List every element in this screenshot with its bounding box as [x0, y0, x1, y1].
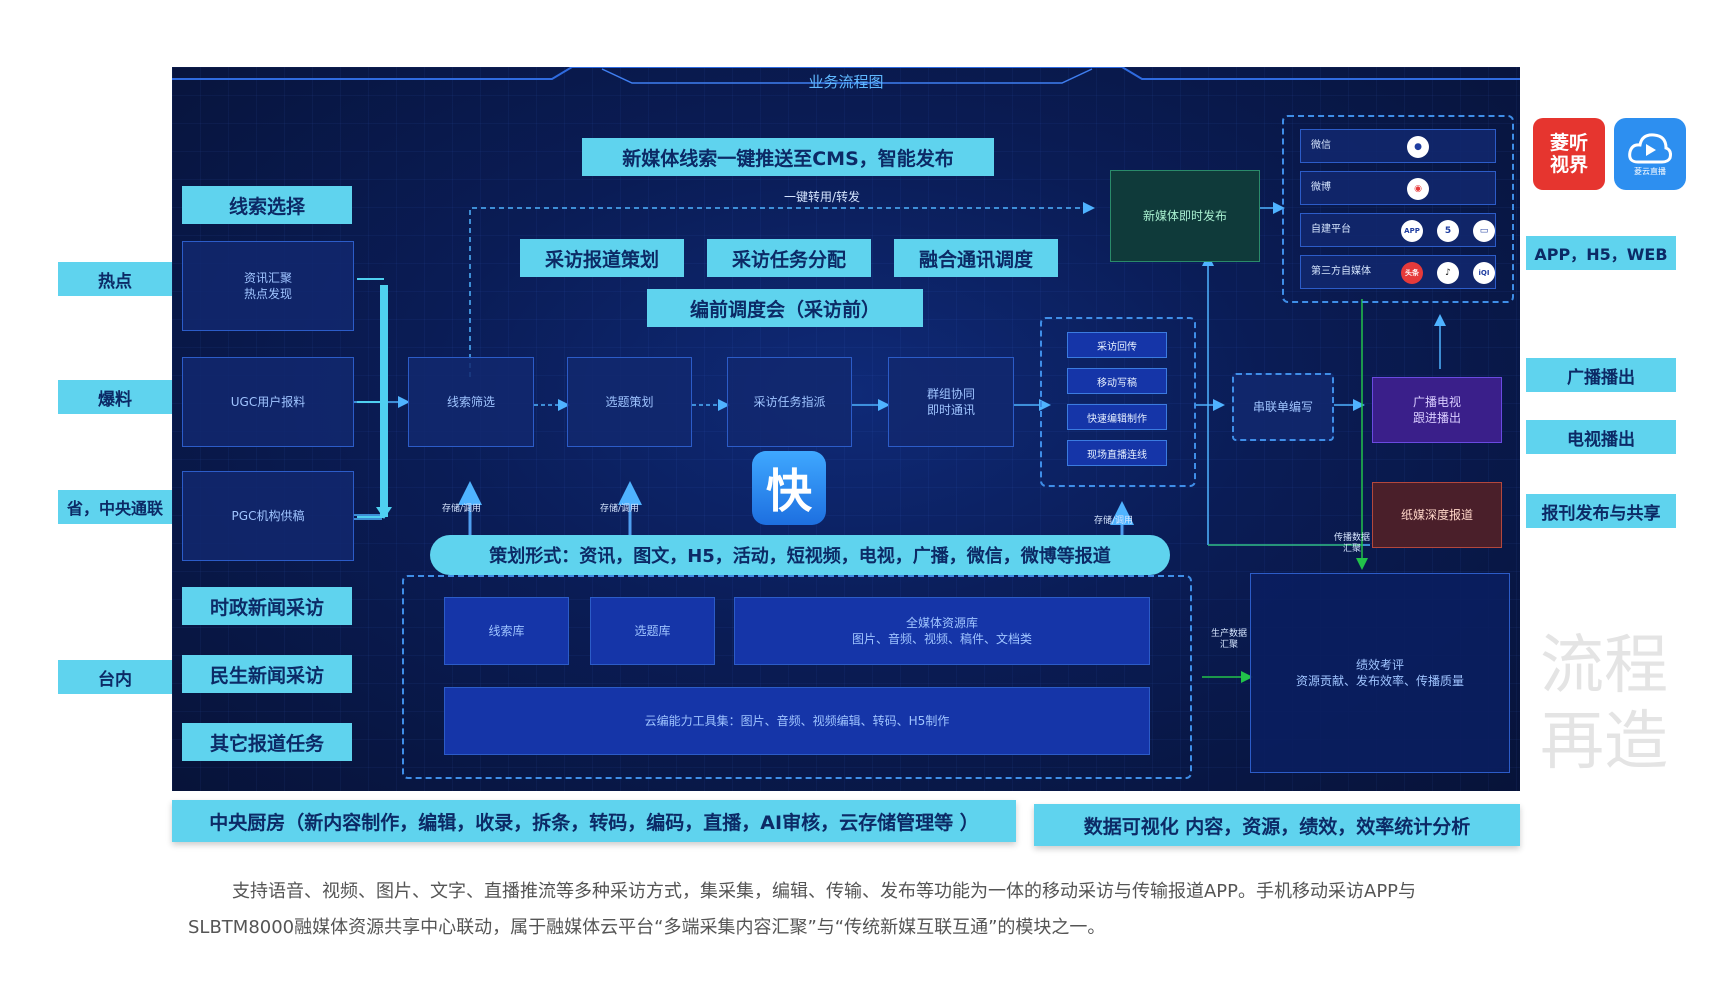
channel-weibo-label: 微博: [1311, 182, 1331, 193]
lib-clue: 线索库: [444, 597, 569, 665]
left-tag-tipoff: 爆料: [58, 380, 172, 414]
plan-tag-1: 采访报道策划: [520, 239, 684, 277]
tool-edit: 快速编辑制作: [1067, 404, 1167, 430]
flow-topic-plan: 选题策划: [567, 357, 692, 447]
plan-tag-3: 融合通讯调度: [894, 239, 1058, 277]
cloud-play-icon: [1628, 132, 1672, 163]
channel-group: [1282, 115, 1514, 303]
kpi-node: 绩效考评 资源贡献、发布效率、传播质量: [1250, 573, 1510, 773]
flow-diagram-panel: 业务流程图 新媒体线索一键推送至CMS，智能发布 一键转用/转发 线索选择 资讯…: [172, 67, 1520, 791]
print-node: 纸媒深度报道: [1372, 482, 1502, 548]
web-icon: ▭: [1473, 220, 1495, 242]
lib-all-media-title: 全媒体资源库: [905, 616, 978, 630]
tool-live: 现场直播连线: [1067, 440, 1167, 466]
weibo-icon: ◉: [1407, 178, 1429, 200]
iqiyi-icon: iQI: [1473, 262, 1495, 284]
quick-app-logo: 快: [752, 451, 826, 525]
rundown-node: 串联单编写: [1232, 373, 1334, 441]
analytics-banner: 数据可视化 内容，资源，绩效，效率统计分析: [1034, 804, 1520, 846]
planning-form-bar: 策划形式：资讯，图文，H5，活动，短视频，电视，广播，微信，微博等报道: [430, 535, 1170, 575]
source-aggregation: 资讯汇聚 热点发现: [182, 241, 354, 331]
channel-own: 自建平台 APP 5 ▭: [1300, 213, 1496, 247]
tools-group: [1040, 317, 1196, 487]
lib-topic: 选题库: [590, 597, 715, 665]
broadcast-node: 广播电视 跟进播出: [1372, 377, 1502, 443]
lib-all-media-sub: 图片、音频、视频、稿件、文档类: [851, 632, 1032, 646]
left-tag-liaison: 省，中央通联: [58, 490, 172, 524]
h5-icon: 5: [1437, 220, 1459, 242]
lingyun-logo: 菱云直播: [1614, 118, 1686, 190]
instant-publish-node: 新媒体即时发布: [1110, 170, 1260, 262]
diagram-title: 业务流程图: [808, 73, 884, 91]
right-tag-tv: 电视播出: [1526, 420, 1676, 454]
plan-tag-2: 采访任务分配: [707, 239, 871, 277]
news-type-politics: 时政新闻采访: [182, 587, 352, 625]
spread-data-label: 传播数据 汇聚: [1333, 533, 1370, 554]
lingyun-logo-text: 菱云直播: [1634, 166, 1666, 176]
right-tag-radio: 广播播出: [1526, 358, 1676, 392]
prod-data-label: 生产数据 汇聚: [1210, 629, 1247, 650]
channel-wechat: 微信 ●: [1300, 129, 1496, 163]
wechat-icon: ●: [1407, 136, 1429, 158]
one-click-label: 一键转用/转发: [783, 190, 861, 204]
source-ugc: UGC用户报料: [182, 357, 354, 447]
connector-lines: [172, 67, 1520, 683]
resource-group: [402, 575, 1192, 779]
top-banner: 新媒体线索一键推送至CMS，智能发布: [582, 138, 994, 176]
tool-write: 移动写稿: [1067, 368, 1167, 394]
flow-group-chat: 群组协同 即时通讯: [888, 357, 1014, 447]
douyin-icon: ♪: [1437, 262, 1459, 284]
channel-third: 第三方自媒体 头条 ♪ iQI: [1300, 255, 1496, 289]
toutiao-icon: 头条: [1401, 262, 1423, 284]
store-label-1: 存储/调用: [442, 504, 482, 514]
cloud-tools: 云编能力工具集：图片、音频、视频编辑、转码、H5制作: [444, 687, 1150, 755]
news-type-people: 民生新闻采访: [182, 655, 352, 693]
kpi-title: 绩效考评: [1355, 658, 1404, 672]
channel-own-label: 自建平台: [1311, 224, 1351, 235]
kpi-sub: 资源贡献、发布效率、传播质量: [1295, 674, 1464, 688]
flow-clue-filter: 线索筛选: [408, 357, 534, 447]
left-tag-internal: 台内: [58, 660, 172, 694]
channel-third-label: 第三方自媒体: [1311, 266, 1371, 277]
lingting-logo: 菱听 视界: [1533, 118, 1605, 190]
channel-wechat-label: 微信: [1311, 140, 1331, 151]
source-pgc: PGC机构供稿: [182, 471, 354, 561]
lib-all-media: 全媒体资源库 图片、音频、视频、稿件、文档类: [734, 597, 1150, 665]
meeting-tag: 编前调度会（采访前）: [647, 289, 923, 327]
description-text: 支持语音、视频、图片、文字、直播推流等多种采访方式，集采集，编辑、传输、发布等功…: [188, 881, 1417, 938]
store-label-2: 存储/调用: [600, 504, 640, 514]
flow-task-assign: 采访任务指派: [727, 357, 852, 447]
store-label-3: 存储/调用: [1094, 516, 1134, 526]
watermark: 流程 再造: [1540, 629, 1668, 779]
right-tag-print: 报刊发布与共享: [1526, 494, 1676, 528]
app-icon: APP: [1401, 220, 1423, 242]
news-type-other: 其它报道任务: [182, 723, 352, 761]
channel-weibo: 微博 ◉: [1300, 171, 1496, 205]
clue-select-tag: 线索选择: [182, 186, 352, 224]
central-kitchen-banner: 中央厨房（新内容制作，编辑，收录，拆条，转码，编码，直播，AI审核，云存储管理等…: [172, 800, 1016, 842]
right-tag-app: APP，H5，WEB: [1526, 236, 1676, 270]
left-tag-hotspot: 热点: [58, 262, 172, 296]
tool-return: 采访回传: [1067, 332, 1167, 358]
